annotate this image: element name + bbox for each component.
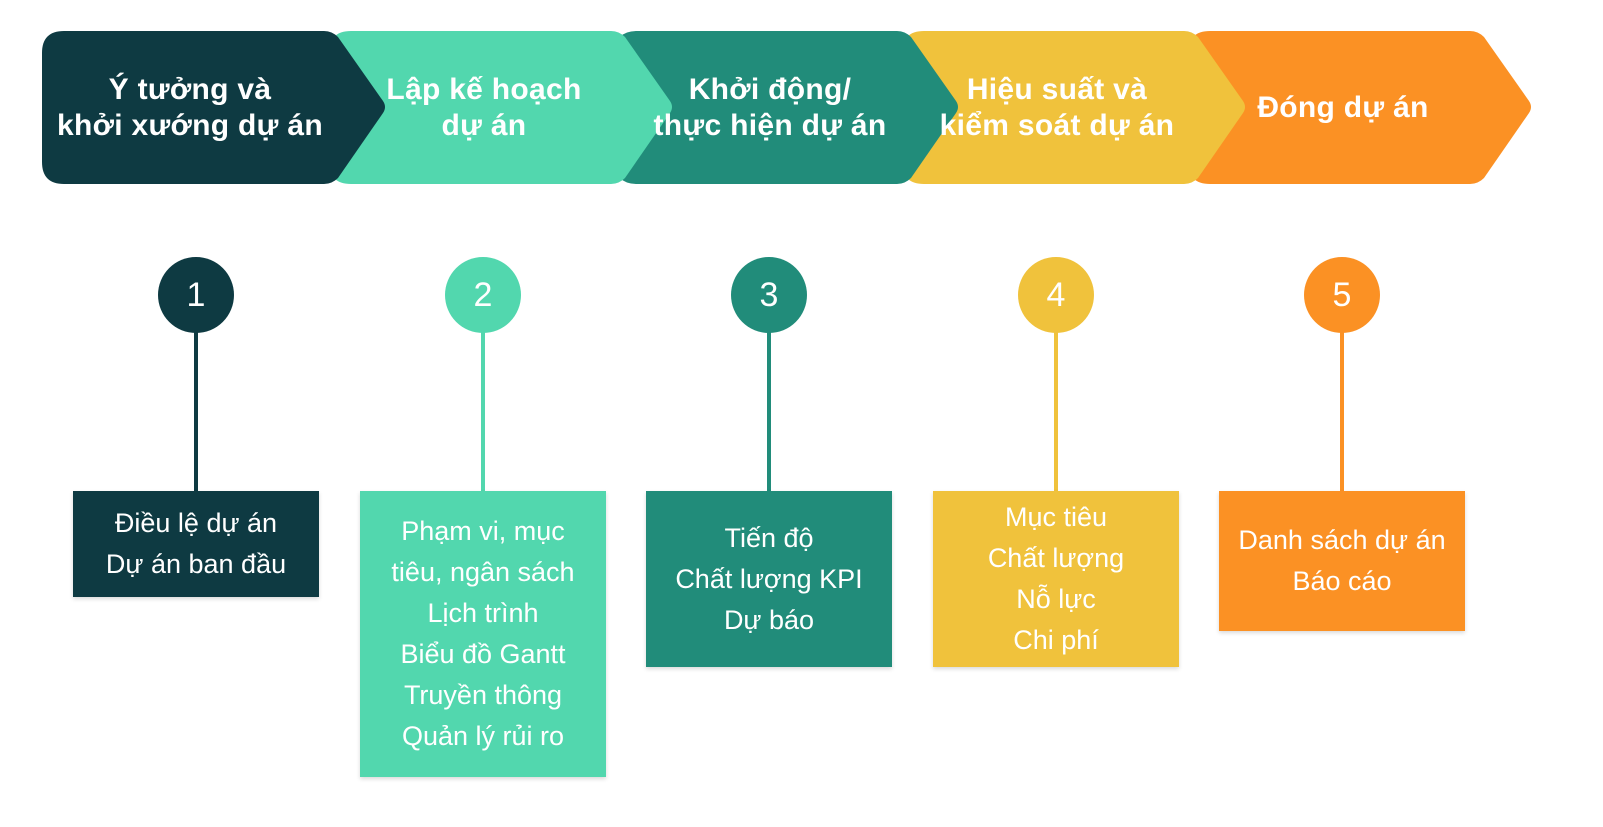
step-number: 2 [473,275,493,314]
detail-item: tiêu, ngân sách [391,557,575,587]
phase-detail-box-1: Điều lệ dự án Dự án ban đầu [73,491,319,597]
step-number: 5 [1332,275,1352,314]
detail-item: Danh sách dự án [1238,525,1446,555]
detail-item: Chất lượng [987,543,1125,573]
detail-item: Biểu đồ Gantt [400,639,566,669]
step-number: 3 [759,275,779,314]
phase-title-3: Khởi động/ thực hiện dự án [653,72,887,142]
step-number-circle: 2 [445,257,521,333]
phase-chevron-3 [615,31,958,184]
detail-item: Truyền thông [403,680,563,710]
phase-title-2: Lập kế hoạch dự án [386,72,582,142]
phase-detail-box-3: Tiến độ Chất lượng KPI Dự báo [646,491,892,667]
step-number: 1 [186,275,206,314]
detail-item: Nỗ lực [1016,584,1096,614]
step-connector-line [767,295,771,491]
phase-chevron-1 [42,31,385,184]
step-number-circle: 4 [1018,257,1094,333]
detail-item: Báo cáo [1292,566,1392,596]
step-number: 4 [1046,275,1066,314]
step-connector-line [1340,295,1344,491]
step-number-circle: 3 [731,257,807,333]
phase-chevron-2 [329,31,672,184]
detail-item: Dự báo [723,604,815,635]
step-connector-line [194,295,198,491]
phase-title-1: Ý tưởng và khởi xướng dự án [57,72,323,142]
phase-chevron-4 [902,31,1245,184]
step-connector-line [481,295,485,491]
phase-title-5: Đóng dự án [1257,90,1429,124]
detail-item: Tiến độ [724,522,814,553]
step-connector-line [1054,295,1058,491]
detail-item: Dự án ban đầu [105,549,287,579]
detail-item: Mục tiêu [1004,502,1108,532]
step-number-circle: 1 [158,257,234,333]
phase-title-4: Hiệu suất và kiểm soát dự án [939,72,1175,142]
step-number-circle: 5 [1304,257,1380,333]
detail-item: Phạm vi, mục [401,516,565,546]
detail-item: Điều lệ dự án [114,508,278,538]
detail-item: Chất lượng KPI [675,563,863,594]
detail-item: Lịch trình [427,598,539,628]
detail-item: Chi phí [1013,625,1099,655]
phase-chevron-5 [1188,31,1531,184]
detail-item: Quản lý rủi ro [401,721,565,751]
phase-detail-box-5: Danh sách dự án Báo cáo [1219,491,1465,631]
